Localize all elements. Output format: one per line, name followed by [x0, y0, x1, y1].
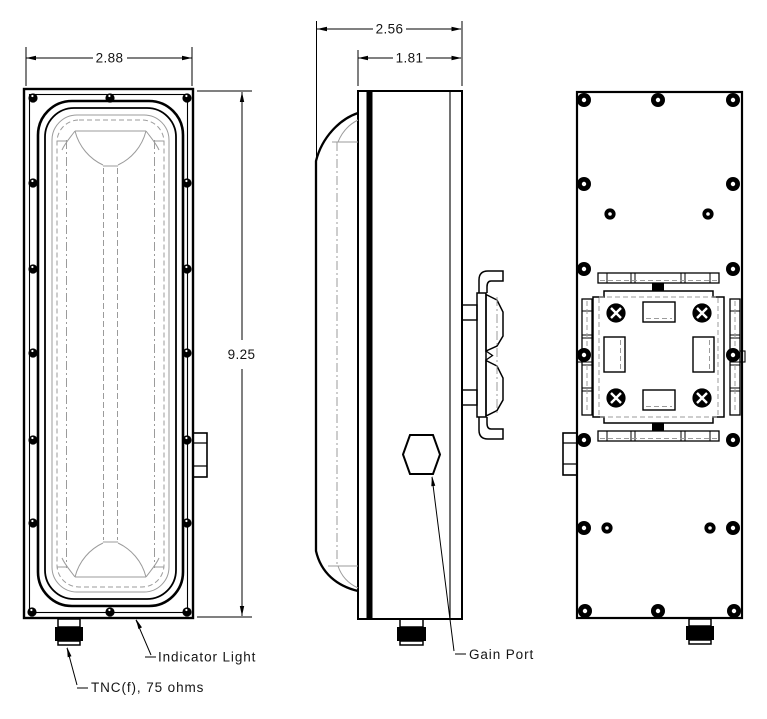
screw-icon — [28, 348, 38, 358]
screw-icon — [604, 208, 616, 220]
callout-text: Indicator Light — [158, 650, 256, 665]
screw-icon — [28, 264, 38, 274]
screw-icon — [577, 93, 591, 107]
dim-arrow — [182, 55, 192, 61]
screw-icon — [578, 604, 592, 618]
screw-icon — [726, 521, 740, 535]
side-mount-bracket — [461, 270, 504, 440]
screw-icon — [726, 93, 740, 107]
screw-icon — [182, 435, 192, 445]
side-tnc-connector — [397, 618, 426, 646]
side-body — [357, 90, 463, 620]
dim-arrow — [451, 55, 462, 61]
screw-icon — [704, 522, 716, 534]
dim-body-depth: 1.81 — [357, 50, 462, 86]
callout-text: TNC(f), 75 ohms — [91, 680, 204, 695]
screw-icon — [28, 435, 38, 445]
dimension-text: 2.88 — [96, 51, 124, 66]
leader-arrow — [136, 619, 142, 629]
screw-icon — [726, 348, 740, 362]
front-indicator-tab — [192, 432, 208, 478]
dimension-text: 2.56 — [376, 22, 404, 37]
screw-icon — [105, 607, 115, 617]
gain-port-hex — [401, 434, 442, 475]
dim-arrow — [239, 92, 245, 102]
callout-text: Gain Port — [469, 647, 534, 662]
screw-icon — [182, 178, 192, 188]
dim-arrow — [26, 55, 36, 61]
callout-tnc: TNC(f), 75 ohms — [66, 647, 204, 695]
back-indicator-tab — [562, 432, 578, 476]
screw-icon — [605, 387, 627, 409]
leader-arrow — [431, 476, 436, 487]
dimension-text: 1.81 — [396, 51, 424, 66]
back-mount-plate — [576, 272, 746, 442]
callout-indicator-light: Indicator Light — [135, 619, 256, 665]
callout-gain-port: Gain Port — [431, 476, 534, 662]
screw-icon — [651, 93, 665, 107]
front-lens — [36, 99, 185, 608]
screw-icon — [605, 302, 627, 324]
screw-icon — [727, 604, 741, 618]
dimension-text: 9.25 — [228, 347, 256, 362]
screw-icon — [182, 607, 192, 617]
back-view — [562, 90, 746, 645]
dim-arrow — [317, 26, 327, 32]
screw-icon — [28, 93, 38, 103]
front-frame — [22, 87, 195, 620]
back-tnc-connector — [686, 618, 714, 645]
screw-icon — [601, 522, 613, 534]
screw-icon — [27, 607, 37, 617]
side-view — [314, 90, 504, 646]
screw-icon — [691, 387, 713, 409]
front-view — [22, 87, 208, 646]
screw-icon — [28, 518, 38, 528]
back-frame — [575, 90, 744, 620]
screw-icon — [182, 348, 192, 358]
screw-icon — [577, 521, 591, 535]
dim-front-height: 9.25 — [197, 90, 256, 618]
screw-icon — [726, 433, 740, 447]
screw-icon — [577, 262, 591, 276]
front-tnc-connector — [55, 618, 83, 646]
dim-arrow — [451, 26, 462, 32]
screw-icon — [577, 433, 591, 447]
back-screws — [577, 93, 741, 618]
screw-icon — [182, 93, 192, 103]
screw-icon — [182, 518, 192, 528]
screw-icon — [28, 178, 38, 188]
dim-arrow — [358, 55, 368, 61]
screw-icon — [577, 348, 591, 362]
leader-arrow — [67, 647, 72, 658]
screw-icon — [105, 93, 115, 103]
dim-overall-depth: 2.56 — [316, 21, 463, 158]
dim-arrow — [239, 606, 245, 616]
screw-icon — [182, 264, 192, 274]
screw-icon — [726, 262, 740, 276]
screw-icon — [651, 604, 665, 618]
screw-icon — [726, 177, 740, 191]
side-lens-profile — [314, 111, 359, 593]
screw-icon — [702, 208, 714, 220]
screw-icon — [577, 177, 591, 191]
screw-icon — [691, 302, 713, 324]
dim-front-width: 2.88 — [25, 47, 193, 86]
